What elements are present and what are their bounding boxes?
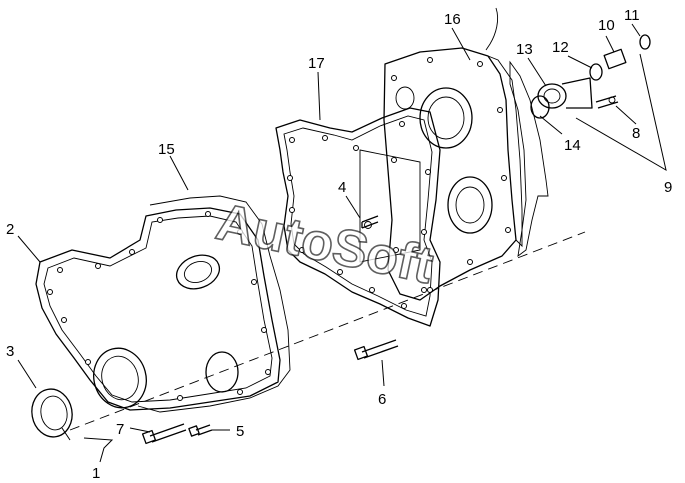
watermark: AutoSoft [211,193,438,295]
leader-13 [527,57,547,87]
callout-15: 15 [158,141,175,158]
leader-15 [169,155,189,191]
capscrew-5 [188,424,213,437]
front-gear-cover [35,207,281,411]
leader-12 [567,55,593,69]
front-cover-gasket [137,195,291,413]
callout-12: 12 [552,39,569,56]
callout-8: 8 [632,125,640,142]
leader-2 [17,235,41,263]
assembly-axis-line [69,231,586,431]
leader-16 [451,27,471,61]
leader-14 [539,115,563,135]
callout-2: 2 [6,221,14,238]
leader-9 [575,53,667,172]
leader-17 [317,71,321,121]
leader-7 [129,427,151,433]
cover-13-14 [530,77,593,119]
capscrew-7 [141,423,187,445]
crankshaft-seal [31,388,73,438]
callout-6: 6 [378,391,386,408]
fitting-8 [595,95,619,109]
callout-16: 16 [444,11,461,28]
callout-10: 10 [598,17,615,34]
leader-6 [381,359,385,387]
leader-1 [83,437,114,463]
rear-housing-gasket [509,60,549,258]
capscrew-6 [353,339,399,361]
callout-13: 13 [516,41,533,58]
callout-5: 5 [236,423,244,440]
leader-1b [61,427,71,441]
rear-housing [383,7,523,301]
callout-7: 7 [116,421,124,438]
callout-3: 3 [6,343,14,360]
leader-3 [17,359,37,389]
callout-11: 11 [624,7,640,24]
gear-housing [275,107,441,327]
leader-11 [631,23,641,37]
callout-4: 4 [338,179,346,196]
callout-9: 9 [664,179,672,196]
capscrew-4 [361,215,379,229]
callout-14: 14 [564,137,581,154]
leader-8 [615,105,637,125]
leader-10 [605,35,615,53]
fitting-10-11-12 [589,34,651,81]
callout-17: 17 [308,55,325,72]
leader-4 [345,195,361,219]
callout-1: 1 [92,465,100,482]
